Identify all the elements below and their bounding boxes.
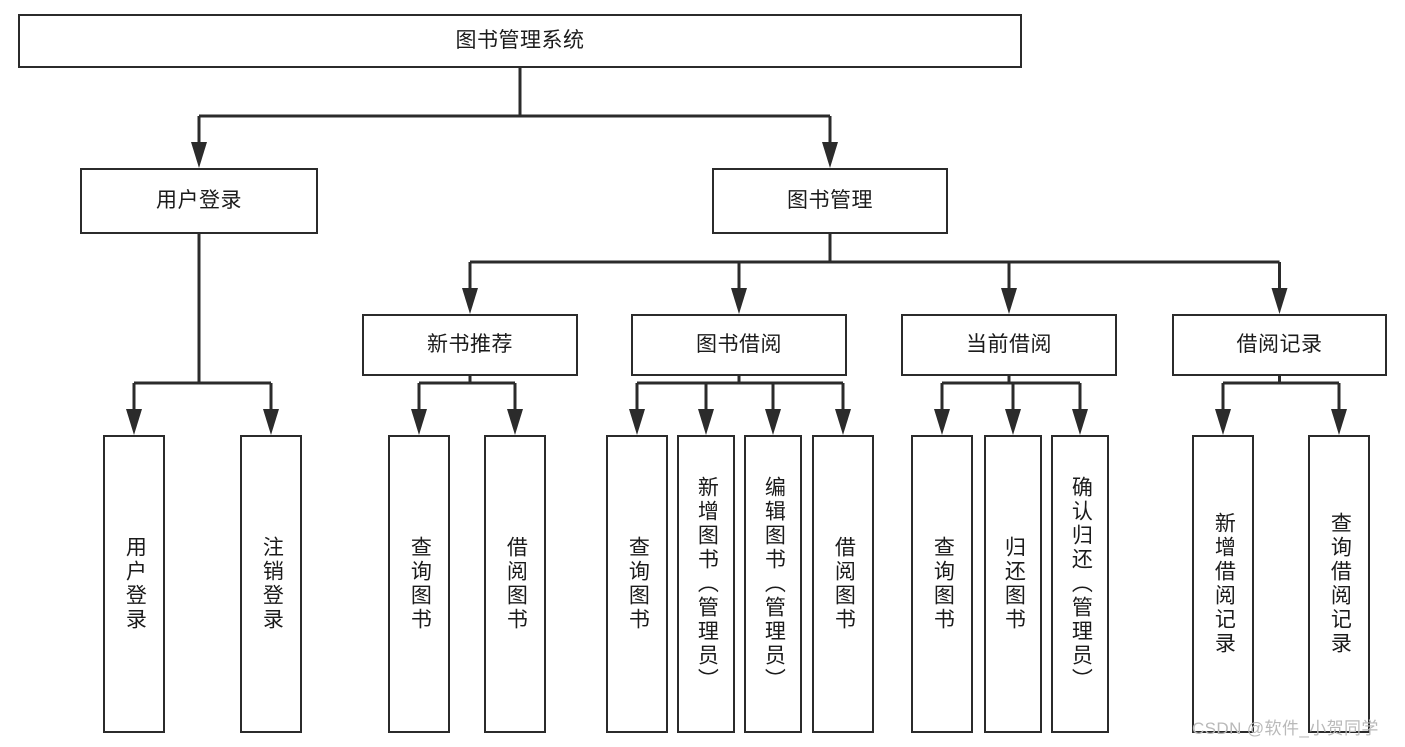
node-label: 归还图书	[1002, 536, 1026, 632]
node-label: 图书借阅	[696, 332, 782, 356]
node-label: 查询图书	[931, 536, 955, 632]
node-label: 编辑图书（管理员）	[762, 476, 786, 692]
node-label: 查询图书	[408, 536, 432, 632]
node-newbook[interactable]: 新书推荐	[362, 314, 578, 376]
node-label: 注销登录	[260, 536, 284, 632]
node-label: 借阅图书	[504, 536, 528, 632]
watermark-text: CSDN @软件_小贺同学	[1192, 719, 1379, 738]
node-leaf-login-2[interactable]: 注销登录	[240, 435, 302, 733]
node-records[interactable]: 借阅记录	[1172, 314, 1387, 376]
node-label: 查询图书	[626, 536, 650, 632]
node-leaf-borrow-3[interactable]: 编辑图书（管理员）	[744, 435, 802, 733]
node-root[interactable]: 图书管理系统	[18, 14, 1022, 68]
node-label: 确认归还（管理员）	[1069, 476, 1093, 692]
node-label: 图书管理系统	[455, 28, 585, 52]
node-leaf-borrow-4[interactable]: 借阅图书	[812, 435, 874, 733]
node-label: 新书推荐	[427, 332, 513, 356]
node-leaf-rec-1[interactable]: 新增借阅记录	[1192, 435, 1254, 733]
node-leaf-cur-1[interactable]: 查询图书	[911, 435, 973, 733]
node-current[interactable]: 当前借阅	[901, 314, 1117, 376]
node-leaf-new-2[interactable]: 借阅图书	[484, 435, 546, 733]
node-leaf-borrow-2[interactable]: 新增图书（管理员）	[677, 435, 735, 733]
node-label: 查询借阅记录	[1328, 512, 1352, 656]
node-leaf-login-1[interactable]: 用户登录	[103, 435, 165, 733]
node-label: 图书管理	[787, 188, 873, 212]
node-leaf-rec-2[interactable]: 查询借阅记录	[1308, 435, 1370, 733]
node-login[interactable]: 用户登录	[80, 168, 318, 234]
node-borrow[interactable]: 图书借阅	[631, 314, 847, 376]
node-label: 当前借阅	[966, 332, 1052, 356]
node-label: 用户登录	[156, 188, 242, 212]
node-label: 新增图书（管理员）	[695, 476, 719, 692]
node-leaf-cur-2[interactable]: 归还图书	[984, 435, 1042, 733]
node-label: 借阅记录	[1236, 332, 1323, 356]
node-bookmgmt[interactable]: 图书管理	[712, 168, 948, 234]
node-leaf-borrow-1[interactable]: 查询图书	[606, 435, 668, 733]
node-leaf-cur-3[interactable]: 确认归还（管理员）	[1051, 435, 1109, 733]
node-leaf-new-1[interactable]: 查询图书	[388, 435, 450, 733]
node-label: 新增借阅记录	[1212, 512, 1236, 656]
node-label: 用户登录	[123, 536, 147, 632]
node-label: 借阅图书	[832, 536, 856, 632]
